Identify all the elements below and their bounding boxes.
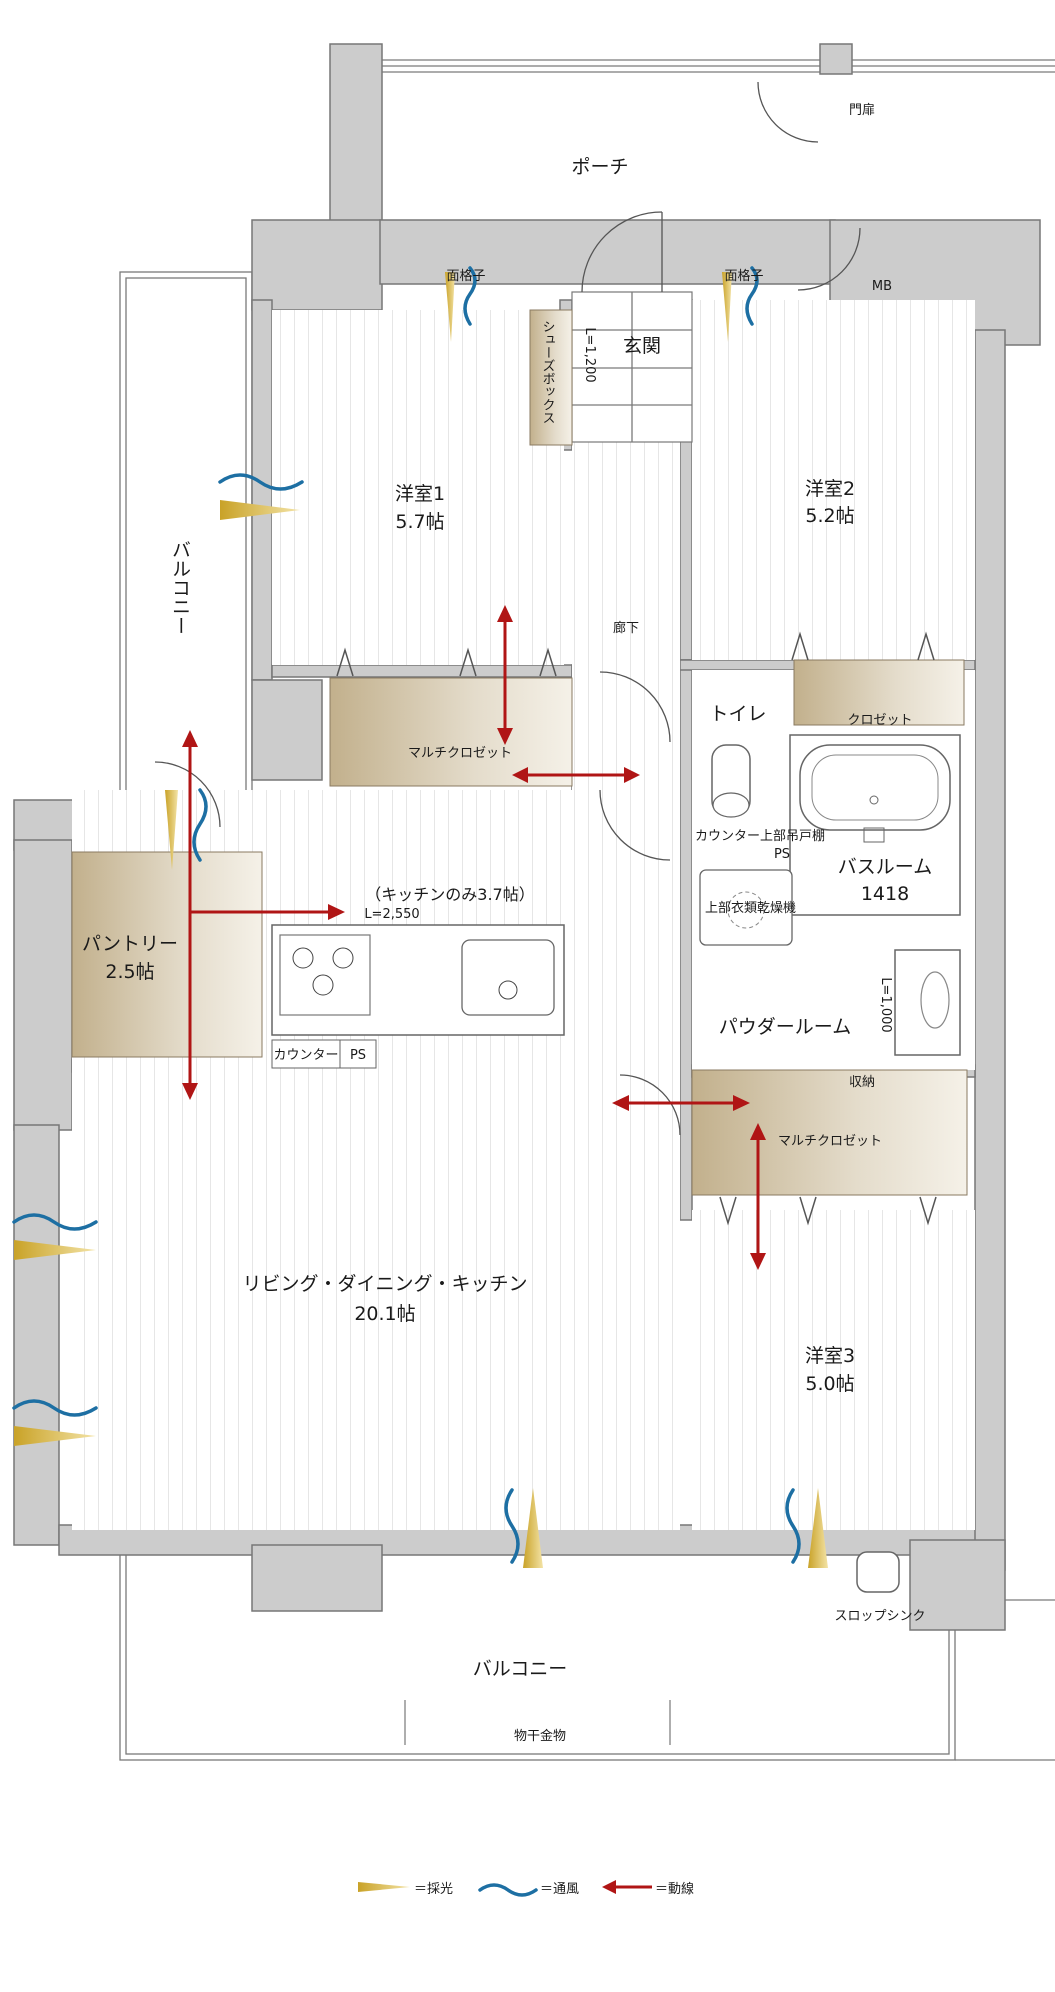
- room-labels: ポーチ 門扉 MB 面格子 面格子 玄関 シューズボックス L=1,200 洋室…: [82, 102, 932, 1744]
- pantry-area: [71, 851, 263, 1058]
- label-kitchen-dim: L=2,550: [364, 907, 419, 922]
- label-powder-room: パウダールーム: [719, 1016, 851, 1038]
- label-shoebox: シューズボックス: [540, 320, 555, 424]
- label-clothes-hanger: 物干金物: [514, 1728, 566, 1744]
- legend-light: ＝採光: [414, 1882, 453, 1897]
- multi-closet-top: [329, 677, 573, 787]
- bathroom: [789, 734, 961, 916]
- western-room-2-floor: [692, 300, 975, 660]
- label-multi-closet-top: マルチクロゼット: [408, 746, 512, 761]
- label-toilet: トイレ: [709, 703, 766, 725]
- porch-fence: [382, 59, 1055, 73]
- label-grille-right: 面格子: [724, 268, 763, 284]
- label-ps-toilet: PS: [774, 847, 790, 862]
- label-pantry-name: パントリー: [82, 933, 178, 955]
- toilet-fixture: [711, 744, 751, 818]
- label-ps-kitchen: PS: [350, 1048, 366, 1063]
- label-kitchen-only: （キッチンのみ3.7帖）: [365, 885, 534, 904]
- label-gate-door: 門扉: [849, 102, 875, 118]
- flow-arrows: [182, 605, 766, 1270]
- label-vanity-dim: L=1,000: [878, 977, 893, 1032]
- label-grille-left: 面格子: [446, 268, 485, 284]
- label-storage: 収納: [849, 1075, 875, 1090]
- label-counter: カウンター: [273, 1048, 338, 1063]
- label-counter-upper-shelf: カウンター上部吊戸棚: [695, 829, 825, 844]
- label-closet: クロゼット: [847, 713, 912, 728]
- walls: [13, 43, 1041, 1631]
- slop-sink-fixture: [856, 1551, 900, 1593]
- label-shoebox-dim: L=1,200: [582, 327, 597, 382]
- label-pantry-size: 2.5帖: [105, 961, 154, 983]
- western-room-3-floor: [692, 1210, 975, 1530]
- ventilation-markers: [12, 266, 828, 1568]
- kitchen-counter: [271, 924, 565, 1069]
- label-ldk-name: リビング・ダイニング・キッチン: [242, 1273, 527, 1295]
- label-ldk-size: 20.1帖: [354, 1303, 415, 1325]
- doors: [154, 81, 861, 1136]
- label-western-2-name: 洋室2: [805, 478, 855, 500]
- label-western-1-name: 洋室1: [395, 483, 445, 505]
- legend: ＝採光 ＝通風 ＝動線: [358, 1880, 694, 1897]
- label-porch: ポーチ: [571, 156, 628, 178]
- sliding-chevrons: [336, 631, 937, 1226]
- label-dryer: 上部衣類乾燥機: [705, 900, 796, 916]
- legend-wind: ＝通風: [540, 1882, 579, 1897]
- label-balcony-main: バルコニー: [473, 1658, 568, 1680]
- western-room-1-floor: [272, 310, 564, 665]
- vanity-fixture: [894, 949, 961, 1056]
- label-slop-sink: スロップシンク: [834, 1609, 925, 1624]
- legend-light-icon: [358, 1882, 410, 1892]
- shoebox-cabinet: [529, 309, 573, 446]
- label-entrance: 玄関: [623, 335, 661, 357]
- closet-room-2: [793, 659, 965, 726]
- label-mb: MB: [872, 279, 892, 294]
- laundry-fixture: [699, 869, 793, 946]
- label-bathroom-size: 1418: [861, 883, 909, 905]
- multi-closet-bottom: [691, 1069, 968, 1196]
- legend-wind-icon: [478, 1883, 538, 1897]
- entrance-floor: [571, 291, 693, 443]
- clothes-hanger-posts: [404, 1700, 671, 1745]
- label-hallway: 廊下: [613, 620, 639, 636]
- label-multi-closet-bottom: マルチクロゼット: [778, 1134, 882, 1149]
- label-western-3-name: 洋室3: [805, 1345, 855, 1367]
- label-balcony-side: バルコニー: [169, 540, 191, 635]
- label-bathroom-name: バスルーム: [838, 856, 932, 878]
- label-western-2-size: 5.2帖: [805, 505, 854, 527]
- legend-flow: ＝動線: [655, 1881, 694, 1897]
- label-western-1-size: 5.7帖: [395, 511, 444, 533]
- label-western-3-size: 5.0帖: [805, 1373, 854, 1395]
